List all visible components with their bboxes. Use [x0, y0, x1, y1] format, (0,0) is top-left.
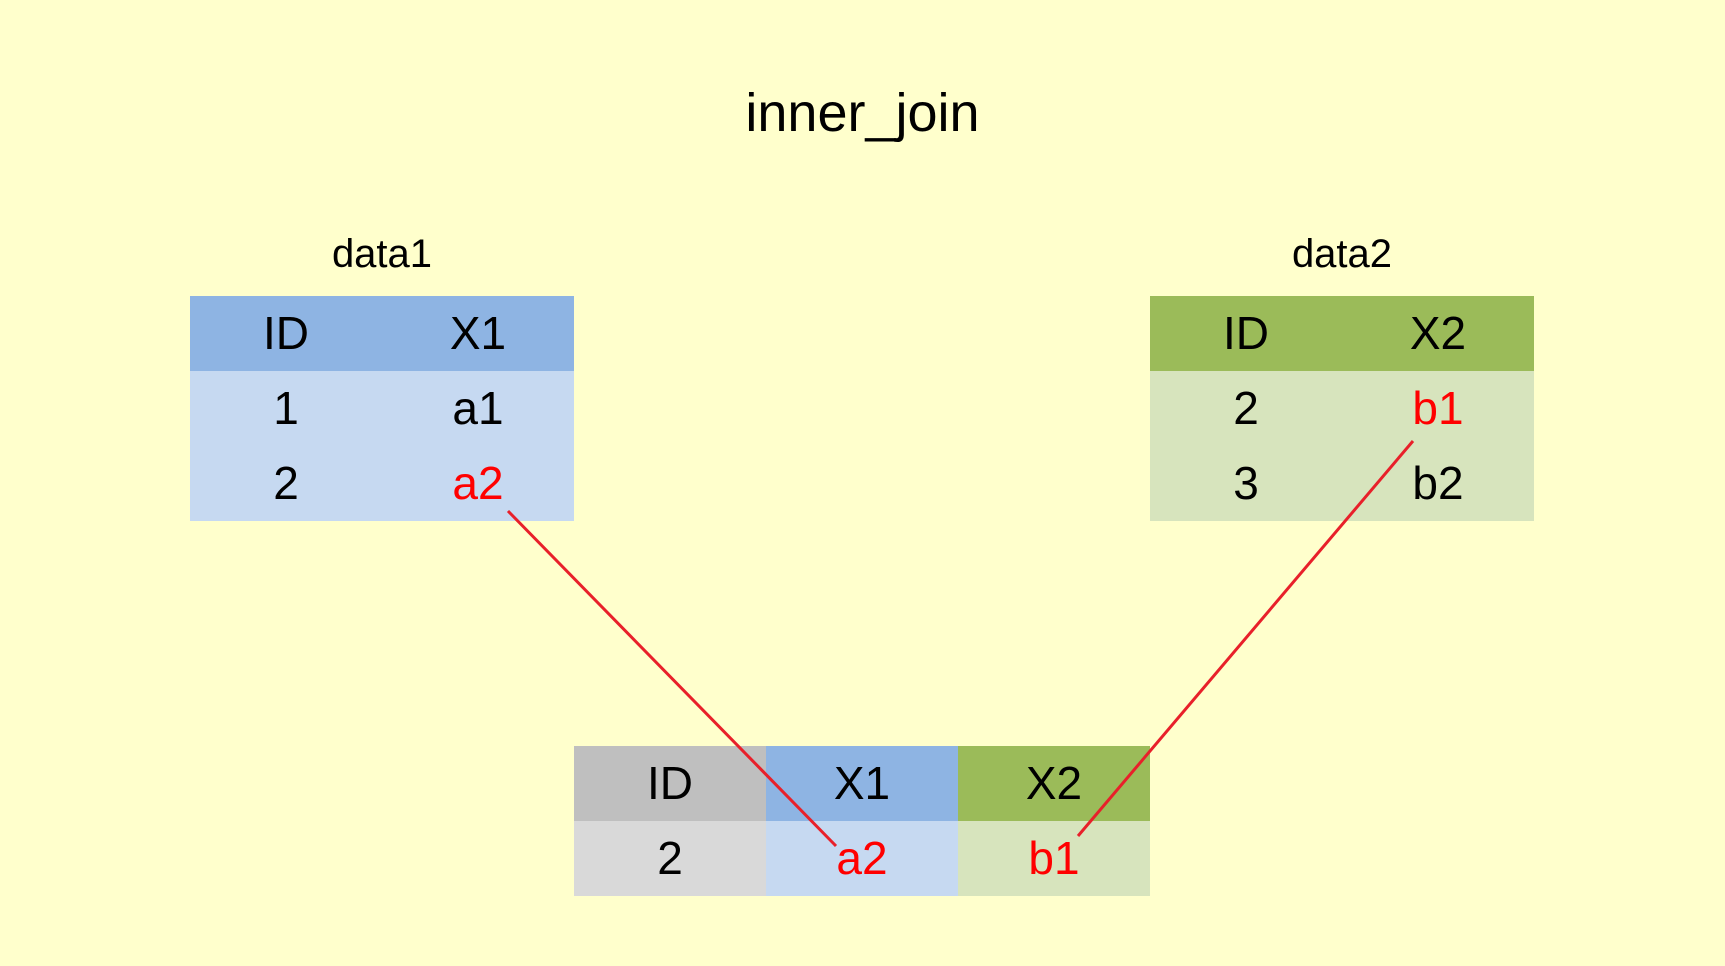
table-row: 1 a1: [190, 371, 574, 446]
data2-cell-id: 3: [1150, 446, 1342, 521]
table-row: 2 a2: [190, 446, 574, 521]
table-row: 2 b1: [1150, 371, 1534, 446]
result-cell-x2: b1: [958, 821, 1150, 896]
data2-header-row: ID X2: [1150, 296, 1534, 371]
data1-cell-id: 1: [190, 371, 382, 446]
data1-table: ID X1 1 a1 2 a2: [190, 296, 574, 521]
data2-caption: data2: [1291, 232, 1393, 276]
result-cell-id: 2: [574, 821, 766, 896]
result-table: ID X1 X2 2 a2 b1: [574, 746, 1150, 896]
data1-header-x1: X1: [382, 296, 574, 371]
result-header-id: ID: [574, 746, 766, 821]
table-row: 2 a2 b1: [574, 821, 1150, 896]
data2-header-x2: X2: [1342, 296, 1534, 371]
data2-cell-x2-matched: b1: [1342, 371, 1534, 446]
data2-cell-x2: b2: [1342, 446, 1534, 521]
data1-header-row: ID X1: [190, 296, 574, 371]
result-header-row: ID X1 X2: [574, 746, 1150, 821]
table-row: 3 b2: [1150, 446, 1534, 521]
diagram-title: inner_join: [745, 83, 980, 143]
data1-cell-x1: a1: [382, 371, 574, 446]
data2-table: ID X2 2 b1 3 b2: [1150, 296, 1534, 521]
data1-header-id: ID: [190, 296, 382, 371]
data1-cell-x1-matched: a2: [382, 446, 574, 521]
result-header-x1: X1: [766, 746, 958, 821]
data1-cell-id: 2: [190, 446, 382, 521]
result-header-x2: X2: [958, 746, 1150, 821]
data2-header-id: ID: [1150, 296, 1342, 371]
data1-caption: data1: [331, 232, 433, 276]
data2-cell-id: 2: [1150, 371, 1342, 446]
result-cell-x1: a2: [766, 821, 958, 896]
